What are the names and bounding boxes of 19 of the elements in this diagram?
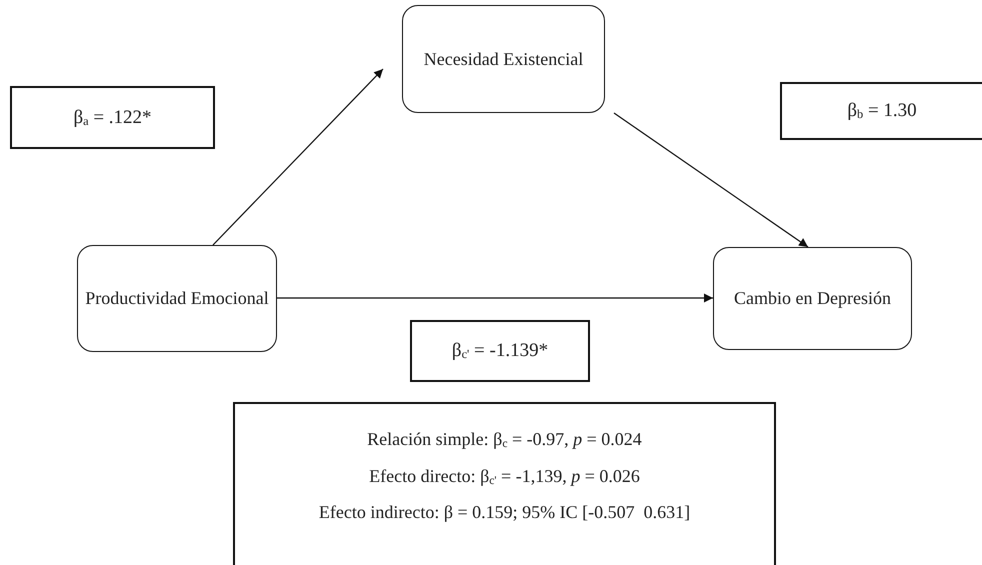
coefficient-box <box>410 320 590 382</box>
arrow <box>614 112 808 248</box>
arrow <box>212 68 384 246</box>
coefficient-box <box>780 82 982 140</box>
variable-label: Productividad Emocional <box>85 287 269 310</box>
variable-label: Cambio en Depresión <box>734 287 891 310</box>
result-line: Efecto indirecto: β = 0.159; 95% IC [-0.507 0.631] <box>318 501 690 524</box>
arrow <box>277 294 713 302</box>
result-line: Relación simple: β$_{c}$ = -0.97, p = 0.024 <box>367 428 642 452</box>
results-box <box>233 402 776 565</box>
result-line: Efecto directo: β$_{c'}$ = -1,139, p = 0.026 <box>369 464 640 488</box>
coefficient-label: β$_{c'}$ = -1.139* <box>452 339 548 364</box>
coefficient-label: β$_{a}$ = .122* <box>73 106 152 130</box>
variable-box <box>402 5 605 113</box>
variable-box <box>713 247 912 350</box>
variable-label: Necesidad Existencial <box>424 48 584 71</box>
variable-box <box>77 245 277 352</box>
coefficient-box <box>10 86 215 149</box>
coefficient-label: β$_{b}$ = 1.30 <box>847 99 917 124</box>
